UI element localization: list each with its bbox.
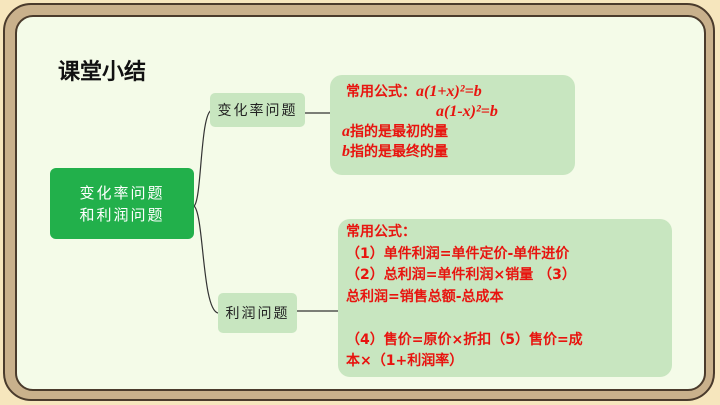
profit-line: （2）总利润=单件利润×销量 （3） xyxy=(346,267,576,283)
node-profit-problem: 利润问题 xyxy=(218,293,297,333)
connector-profit xyxy=(193,205,219,314)
formula-label: 常用公式： xyxy=(346,84,416,100)
rate-formula-box: 常用公式：a(1+x)²=b a(1-x)²=b a指的是最初的量 b指的是最终… xyxy=(330,75,575,175)
profit-line xyxy=(346,308,672,330)
note-a: 指的是最初的量 xyxy=(350,124,448,140)
node-rate-problem: 变化率问题 xyxy=(210,93,305,127)
profit-line: 总利润=销售总额-总成本 xyxy=(346,288,504,305)
formula-2: a(1-x)²=b xyxy=(436,103,498,120)
formula-1: a(1+x)²=b xyxy=(416,83,482,100)
profit-formula-box: 常用公式： （1）单件利润=单件定价-单件进价 （2）总利润=单件利润×销量 （… xyxy=(338,219,672,377)
central-line1: 变化率问题 xyxy=(79,183,165,202)
var-b: b xyxy=(342,143,350,160)
profit-line: （4）售价=原价×折扣（5）售价=成 xyxy=(346,331,583,348)
profit-line: 本×（1+利润率） xyxy=(346,353,464,369)
note-b: 指的是最终的量 xyxy=(350,144,448,160)
profit-line: 常用公式： xyxy=(346,224,416,240)
central-line2: 和利润问题 xyxy=(79,205,165,224)
connector-rate xyxy=(193,109,213,207)
profit-line: （1）单件利润=单件定价-单件进价 xyxy=(346,245,570,262)
var-a: a xyxy=(342,123,350,140)
central-topic: 变化率问题 和利润问题 xyxy=(50,168,194,239)
page-title: 课堂小结 xyxy=(58,60,147,85)
